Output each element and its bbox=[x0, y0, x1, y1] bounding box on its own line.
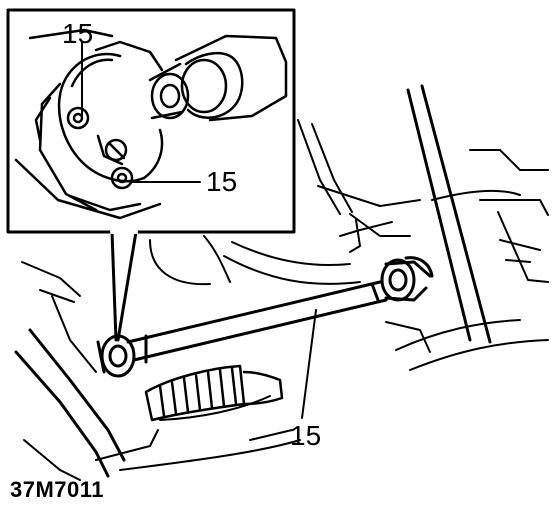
gaiter-boot bbox=[144, 364, 284, 422]
callout-inset-right: 15 bbox=[206, 166, 238, 197]
propeller-shaft bbox=[96, 256, 434, 378]
inset-frame bbox=[6, 8, 296, 342]
figure-id: 37M7011 bbox=[10, 477, 105, 502]
chassis-structure bbox=[14, 84, 549, 481]
callout-inset-top: 15 bbox=[62, 18, 94, 49]
callout-main: 15 bbox=[290, 420, 322, 451]
inset-joint-detail bbox=[14, 28, 288, 220]
main-leader bbox=[301, 309, 317, 419]
